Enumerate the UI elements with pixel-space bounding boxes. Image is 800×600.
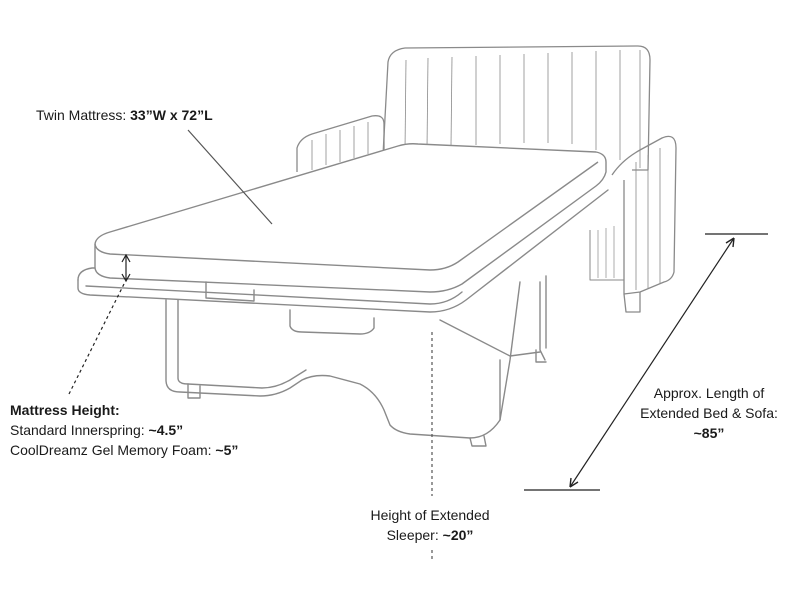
length-label: Approx. Length of Extended Bed & Sofa: ~… <box>620 383 798 443</box>
mattress <box>94 143 607 293</box>
length-line-2: Extended Bed & Sofa: <box>640 405 778 421</box>
length-dimension <box>524 233 768 491</box>
sleeper-line-1: Height of Extended <box>370 507 490 523</box>
sofa-left-arm <box>296 115 385 172</box>
mattress-height-label: Mattress Height: Standard Innerspring: ~… <box>10 400 238 460</box>
memory-foam-height: ~5” <box>215 442 239 458</box>
mattress-height-leader <box>67 283 125 397</box>
memory-foam-prefix: CoolDreamz Gel Memory Foam: <box>10 442 216 458</box>
twin-mattress-leader <box>187 129 273 225</box>
twin-mattress-label: Twin Mattress: 33”W x 72”L <box>36 105 213 125</box>
twin-mattress-size: 33”W x 72”L <box>130 107 213 123</box>
twin-mattress-prefix: Twin Mattress: <box>36 107 131 123</box>
innerspring-height: ~4.5” <box>148 422 184 438</box>
innerspring-prefix: Standard Innerspring: <box>10 422 149 438</box>
sleeper-height-value: ~20” <box>442 527 474 543</box>
dimension-annotations <box>67 129 768 562</box>
sleeper-height-label: Height of Extended Sleeper: ~20” <box>330 505 530 545</box>
length-line-1: Approx. Length of <box>653 385 765 401</box>
mattress-height-arrow <box>121 253 131 283</box>
sleeper-line-2-prefix: Sleeper: <box>386 527 443 543</box>
sofa-right-arm <box>589 135 677 313</box>
mattress-height-heading: Mattress Height: <box>10 402 120 418</box>
bed-frame <box>77 189 609 447</box>
sofa-back <box>382 45 651 171</box>
length-value: ~85” <box>693 425 725 441</box>
